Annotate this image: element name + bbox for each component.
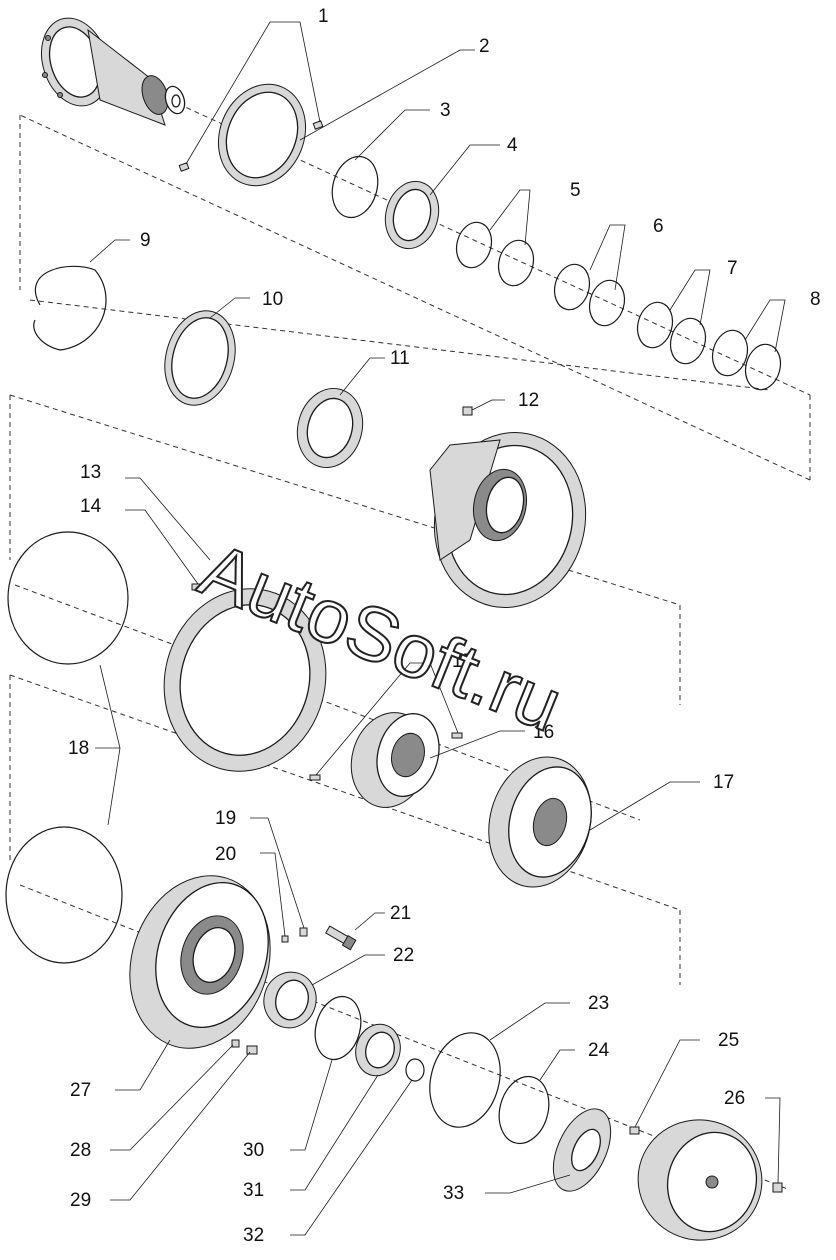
ring-32 <box>405 1058 425 1082</box>
callout-12: 12 <box>518 390 539 411</box>
ring-10 <box>164 310 236 406</box>
disc-33 <box>552 1108 612 1192</box>
rings-8 <box>711 329 782 391</box>
screw-26 <box>772 1182 783 1193</box>
callout-8: 8 <box>810 289 821 310</box>
gear-17 <box>488 756 592 888</box>
callout-13: 13 <box>80 462 101 483</box>
plug-20 <box>281 935 289 943</box>
callout-6: 6 <box>653 216 664 237</box>
callout-25: 25 <box>718 1030 739 1051</box>
callout-30: 30 <box>243 1140 264 1161</box>
callout-10: 10 <box>262 289 283 310</box>
end-cap <box>637 1119 763 1241</box>
plug-19 <box>299 927 308 937</box>
callout-33: 33 <box>443 1183 464 1204</box>
callout-27: 27 <box>70 1080 91 1101</box>
callout-21: 21 <box>390 903 411 924</box>
callout-18: 18 <box>68 738 89 759</box>
seal-4 <box>384 180 440 250</box>
callout-17: 17 <box>713 772 734 793</box>
callout-31: 31 <box>243 1180 264 1201</box>
carrier-16 <box>350 712 440 808</box>
pins-15 <box>309 732 463 781</box>
part-28 <box>231 1039 240 1048</box>
ring-gear-13 <box>163 588 327 772</box>
bolt-25 <box>629 1126 640 1135</box>
bolt-21 <box>325 925 357 951</box>
hub-housing <box>429 432 587 608</box>
ring-2 <box>217 83 307 187</box>
bearing-22 <box>263 971 317 1029</box>
callout-28: 28 <box>70 1140 91 1161</box>
toothed-ring-30 <box>314 995 362 1061</box>
seal-11 <box>296 387 364 469</box>
bolt-12 <box>462 406 473 416</box>
split-ring-9 <box>33 265 107 351</box>
callout-32: 32 <box>243 1225 264 1246</box>
callout-4: 4 <box>507 135 518 156</box>
rings-5 <box>455 221 535 287</box>
hub-shaft <box>41 17 186 126</box>
callout-15: 15 <box>452 651 473 672</box>
callout-3: 3 <box>440 100 451 121</box>
callout-16: 16 <box>533 722 554 743</box>
callout-5: 5 <box>570 180 581 201</box>
leader-lines <box>89 21 786 1236</box>
callout-23: 23 <box>588 993 609 1014</box>
callout-labels: 1 2 3 4 5 6 7 8 9 10 11 12 13 14 15 16 1… <box>68 6 821 1246</box>
nut-31 <box>355 1023 401 1077</box>
o-ring-23 <box>429 1032 501 1128</box>
callout-22: 22 <box>393 945 414 966</box>
rings-7 <box>636 301 707 365</box>
callout-2: 2 <box>479 36 490 57</box>
callout-7: 7 <box>727 258 738 279</box>
callout-29: 29 <box>70 1190 91 1211</box>
callout-19: 19 <box>215 808 236 829</box>
callout-24: 24 <box>588 1040 610 1061</box>
snap-ring-3 <box>331 155 379 219</box>
callout-1: 1 <box>318 6 329 27</box>
o-ring-24 <box>498 1075 550 1145</box>
part-29 <box>246 1045 258 1055</box>
cover-27 <box>129 875 271 1049</box>
pin-14 <box>191 583 207 591</box>
callout-20: 20 <box>215 844 236 865</box>
callout-26: 26 <box>724 1088 745 1109</box>
callout-11: 11 <box>390 348 410 369</box>
pin-1 <box>178 120 324 172</box>
callout-14: 14 <box>80 496 102 517</box>
rings-6 <box>553 263 626 327</box>
o-rings-18 <box>5 531 129 964</box>
callout-9: 9 <box>140 230 151 251</box>
